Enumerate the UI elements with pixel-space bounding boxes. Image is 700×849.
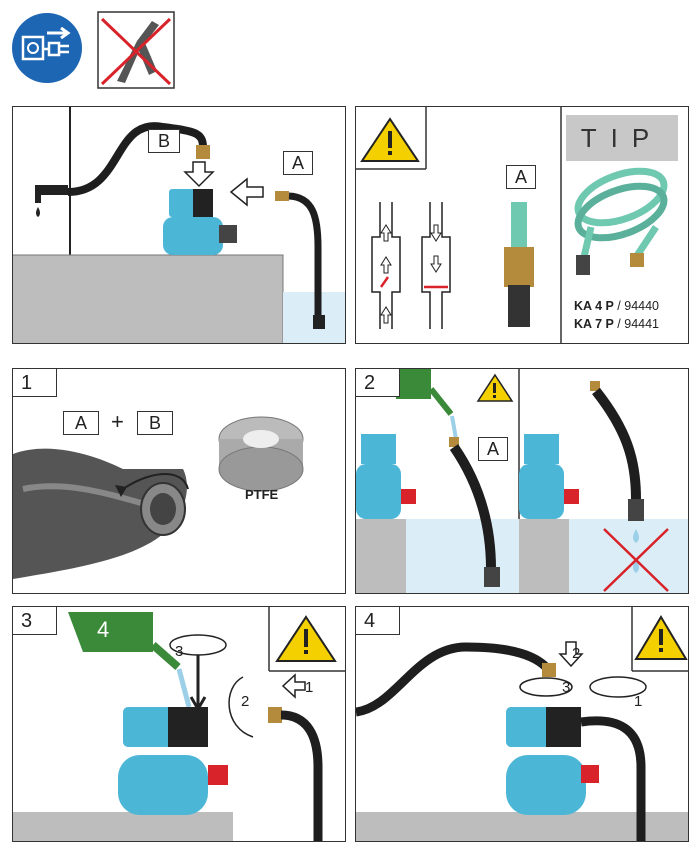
label-a: A [478,437,508,461]
arrow-label-1: 1 [634,693,643,710]
step-number: 1 [13,369,57,397]
step-2-panel: 2 A [355,368,689,594]
arrow-label-2: 2 [572,645,581,662]
can-label: 4 [97,617,110,642]
unplug-icon [11,12,83,84]
arrow-label-3: 3 [175,643,184,660]
step-1-panel: 1 A + B PTFE [12,368,346,594]
model-line: KA 4 P / 94440 [574,299,660,313]
model-line: KA 7 P / 94441 [574,317,660,331]
step-number: 4 [356,607,400,635]
overview-panel: B A [12,106,346,344]
label-a: A [63,411,99,435]
no-pliers-icon [97,11,175,89]
ptfe-label: PTFE [245,487,279,502]
warning-tip-panel: A TIP KA 4 P / 94440 KA 7 P / 94441 [355,106,689,344]
label-b: B [148,129,180,153]
step-4-panel: 4 2 3 1 [355,606,689,842]
label-a: A [506,165,536,189]
arrow-label-2: 2 [241,693,250,710]
step-3-panel: 3 4 3 2 1 [12,606,346,842]
tip-title: TIP [566,115,678,161]
step-number: 2 [356,369,400,397]
label-a: A [283,151,313,175]
arrow-label-3: 3 [562,679,571,696]
step-number: 3 [13,607,57,635]
label-b: B [137,411,173,435]
plus-sign: + [111,409,124,434]
arrow-label-1: 1 [305,679,314,696]
